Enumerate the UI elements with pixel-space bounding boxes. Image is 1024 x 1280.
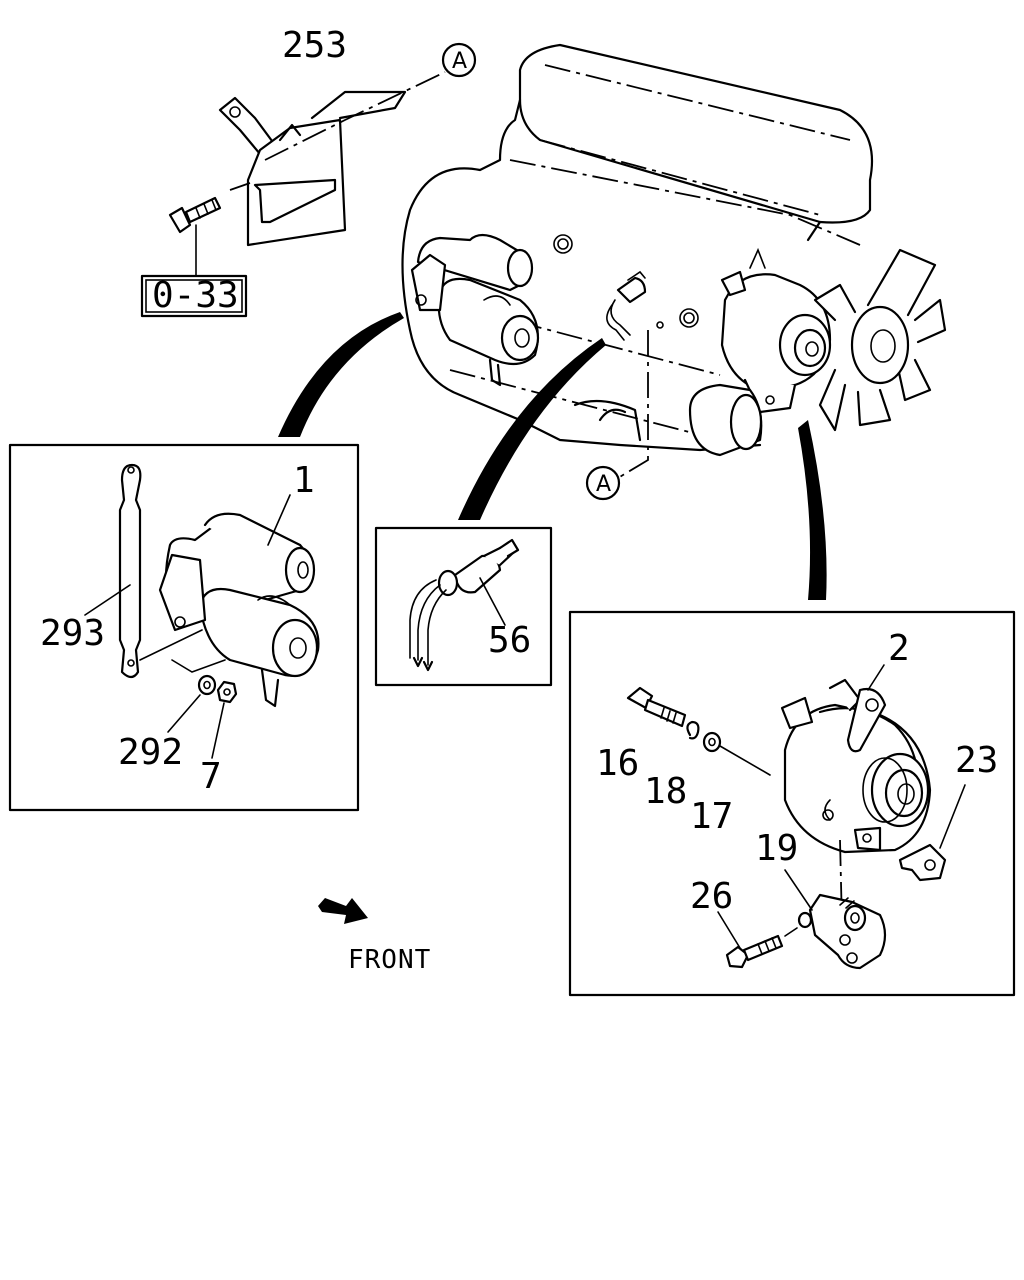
marker-a-bottom [585,465,621,501]
engine-starter [410,233,540,387]
ref-box-label: 0-33 [152,275,239,316]
starter-panel [8,312,404,812]
callout-293: 293 [40,613,105,654]
callout-26: 26 [690,876,733,917]
callout-56: 56 [488,620,531,661]
ref-box [140,274,248,318]
front-label: FRONT [348,945,431,975]
callout-292: 292 [118,732,183,773]
callout-253: 253 [282,25,347,66]
alternator-panel [568,420,1016,997]
callout-7: 7 [200,756,222,797]
callout-18: 18 [644,771,687,812]
marker-a-top [441,42,477,78]
marker-a-top-label: A [452,49,467,74]
callout-16: 16 [596,743,639,784]
engine-alternator [688,247,832,457]
callout-17: 17 [690,796,733,837]
bracket-253 [168,71,446,276]
callout-19: 19 [755,828,798,869]
callout-2: 2 [888,628,910,669]
switch-panel [374,338,606,687]
front-arrow-icon [318,898,368,924]
marker-a-bottom-label: A [596,472,611,497]
callout-23: 23 [955,740,998,781]
callout-1: 1 [293,460,315,501]
cooling-fan [813,248,947,432]
